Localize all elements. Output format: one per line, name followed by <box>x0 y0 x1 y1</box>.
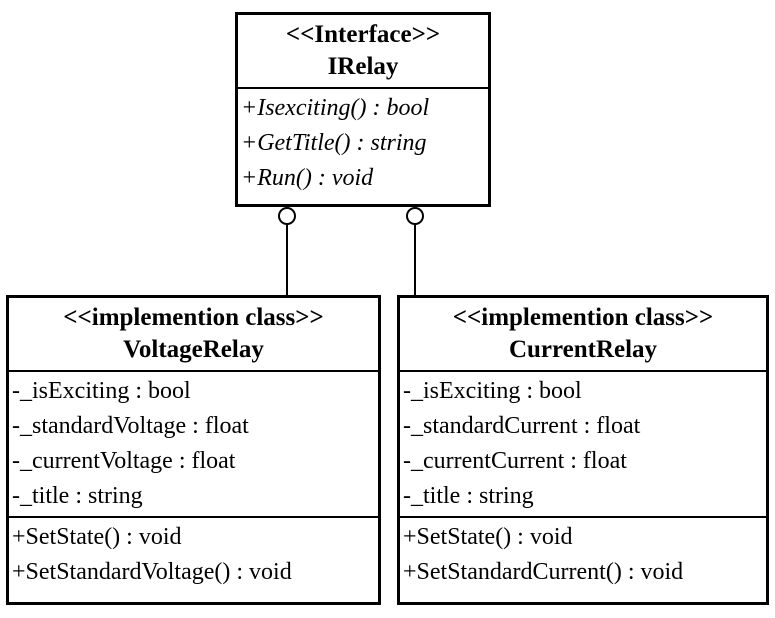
current-relay-operation: +SetState() : void <box>403 524 573 550</box>
voltage-relay-attribute: -_title : string <box>12 483 143 509</box>
voltage-relay-operations: +SetState() : void +SetStandardVoltage()… <box>9 516 378 592</box>
voltage-relay-attribute: -_currentVoltage : float <box>12 448 236 474</box>
current-relay-header: <<implemention class>> CurrentRelay <box>400 298 766 372</box>
current-relay-box: <<implemention class>> CurrentRelay -_is… <box>397 295 769 605</box>
current-relay-lollipop <box>406 207 424 225</box>
voltage-relay-operation: +SetState() : void <box>12 524 182 550</box>
current-relay-stereotype: <<implemention class>> <box>452 304 714 331</box>
interface-operation: +GetTitle() : string <box>241 130 427 156</box>
current-relay-attribute: -_standardCurrent : float <box>403 413 641 439</box>
voltage-relay-operation: +SetStandardVoltage() : void <box>12 559 292 585</box>
interface-operation: +Run() : void <box>241 165 374 191</box>
current-relay-attributes: -_isExciting : bool -_standardCurrent : … <box>400 372 766 516</box>
interface-irelay-header: <<Interface>> IRelay <box>238 15 488 89</box>
interface-irelay-box: <<Interface>> IRelay +Isexciting() : boo… <box>235 12 491 207</box>
voltage-relay-attribute: -_standardVoltage : float <box>12 413 249 439</box>
interface-operations: +Isexciting() : bool +GetTitle() : strin… <box>238 89 488 198</box>
current-relay-attribute: -_title : string <box>403 483 534 509</box>
current-relay-operation: +SetStandardCurrent() : void <box>403 559 684 585</box>
voltage-relay-lollipop <box>278 207 296 225</box>
current-relay-attribute: -_isExciting : bool <box>403 378 582 404</box>
interface-name: IRelay <box>327 53 399 80</box>
current-relay-name: CurrentRelay <box>508 336 658 363</box>
interface-operation: +Isexciting() : bool <box>241 95 430 121</box>
interface-stereotype: <<Interface>> <box>285 21 441 48</box>
voltage-relay-header: <<implemention class>> VoltageRelay <box>9 298 378 372</box>
voltage-relay-name: VoltageRelay <box>123 336 264 363</box>
voltage-relay-box: <<implemention class>> VoltageRelay -_is… <box>6 295 381 605</box>
current-relay-operations: +SetState() : void +SetStandardCurrent()… <box>400 516 766 592</box>
voltage-relay-stereotype: <<implemention class>> <box>63 304 324 331</box>
voltage-relay-attribute: -_isExciting : bool <box>12 378 191 404</box>
voltage-relay-attributes: -_isExciting : bool -_standardVoltage : … <box>9 372 378 516</box>
current-relay-attribute: -_currentCurrent : float <box>403 448 627 474</box>
